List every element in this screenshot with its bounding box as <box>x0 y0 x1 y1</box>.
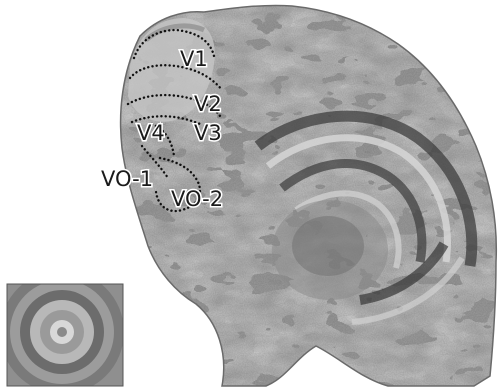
label-v1: V1 <box>180 47 208 71</box>
label-vo2: VO-2 <box>171 187 223 211</box>
label-v2: V2 <box>194 92 222 116</box>
label-v3: V3 <box>194 121 222 145</box>
label-v4: V4 <box>137 121 165 145</box>
ring-stimulus-inset <box>0 270 124 388</box>
label-vo1: VO-1 <box>101 167 153 191</box>
